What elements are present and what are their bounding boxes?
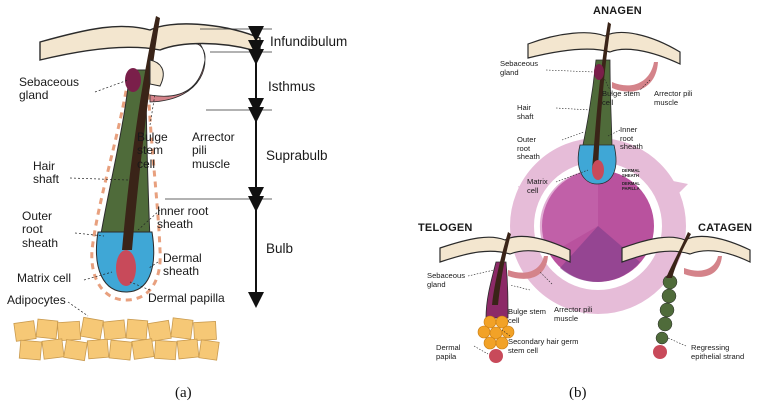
label-hair-shaft: Hair shaft: [33, 159, 60, 187]
zone-isthmus: Isthmus: [268, 79, 316, 94]
anagen-label-hair-shaft: Hair shaft: [517, 103, 534, 121]
anagen-label-sebaceous-gland: Sebaceous gland: [500, 59, 538, 77]
zone-bulb: Bulb: [266, 241, 294, 256]
cycle-arrow-right: [668, 180, 688, 198]
leader-lines-b: [467, 69, 687, 355]
label-arrector-pili-muscle: Arrector pili muscle: [192, 130, 235, 171]
caption-a: (a): [175, 385, 192, 401]
telogen-label-secondary-hair-germ: Secondary hair germ stem cell: [508, 337, 579, 355]
anagen-label-inner-root-sheath: Inner root sheath: [620, 125, 643, 152]
panel-a-diagram: [13, 16, 272, 362]
telogen-germ: [477, 315, 515, 350]
telogen-papila: [489, 349, 503, 363]
zone-infundibulum: Infundibulum: [270, 34, 348, 49]
anagen-hair-shaft: [592, 22, 611, 170]
caption-b: (b): [569, 385, 587, 401]
anagen-sebaceous: [594, 64, 604, 80]
phase-anagen: ANAGEN: [593, 5, 642, 17]
label-matrix-cell: Matrix cell: [17, 271, 72, 285]
sebaceous-gland: [125, 68, 141, 92]
label-bulge-stem-cell: Bulge stem cell: [137, 130, 168, 171]
cycle-center-shade: [539, 169, 598, 255]
label-inner-root-sheath: Inner root sheath: [157, 204, 209, 232]
label-adipocytes: Adipocytes: [7, 293, 66, 307]
label-dermal-sheath: Dermal sheath: [163, 251, 202, 279]
telogen-label-sebaceous-gland: Sebaceous gland: [427, 271, 465, 289]
phase-catagen: CATAGEN: [698, 222, 753, 234]
label-outer-root-sheath: Outer root sheath: [22, 209, 59, 250]
dermal-sheath-outline: [90, 79, 162, 302]
cycle-arrow-bottom: [600, 292, 620, 312]
anagen-muscle: [612, 62, 658, 92]
anagen-label-matrix-cell: Matrix cell: [527, 177, 548, 195]
telogen-label-dermal-papila: Dermal papila: [436, 343, 461, 361]
telogen-label-bulge-stem-cell: Bulge stem cell: [508, 307, 546, 325]
telogen-muscle: [508, 256, 548, 279]
anagen-label-outer-root-sheath: Outer root sheath: [517, 135, 540, 162]
cycle-center-shade-2: [560, 226, 640, 283]
anagen-label-dermal-papilla: DERMAL PAPILLA: [622, 181, 640, 191]
anagen-label-arrector-pili-muscle: Arrector pili muscle: [654, 89, 693, 107]
catagen-papilla: [653, 345, 667, 359]
label-dermal-papilla: Dermal papilla: [148, 291, 225, 305]
catagen-muscle: [684, 256, 722, 277]
adipocyte-layer: [13, 316, 220, 362]
dermal-papilla: [116, 250, 136, 286]
anagen-papilla: [592, 160, 604, 180]
telogen-label-arrector-pili-muscle: Arrector pili muscle: [554, 305, 593, 323]
zone-suprabulb: Suprabulb: [266, 148, 328, 163]
bulge-region: [149, 59, 164, 87]
leader-lines-a: [67, 79, 161, 317]
anagen-skin: [527, 31, 681, 65]
label-sebaceous-gland: Sebaceous gland: [19, 75, 80, 103]
anagen-label-bulge-stem-cell: Bulge stem cell: [602, 89, 640, 107]
telogen-hair-shaft: [492, 232, 511, 305]
phase-telogen: TELOGEN: [418, 222, 473, 234]
anagen-label-dermal-sheath: DERMAL SHEATH: [622, 168, 640, 178]
catagen-label-regressing-strand: Regressing epithelial strand: [691, 343, 745, 361]
catagen-skin: [621, 235, 751, 263]
panel-b-diagram: [439, 22, 751, 363]
cycle-arrow-left: [518, 186, 538, 206]
catagen-hair-shaft: [666, 232, 691, 278]
arrector-pili-muscle: [149, 43, 206, 103]
catagen-strand: [655, 274, 678, 345]
